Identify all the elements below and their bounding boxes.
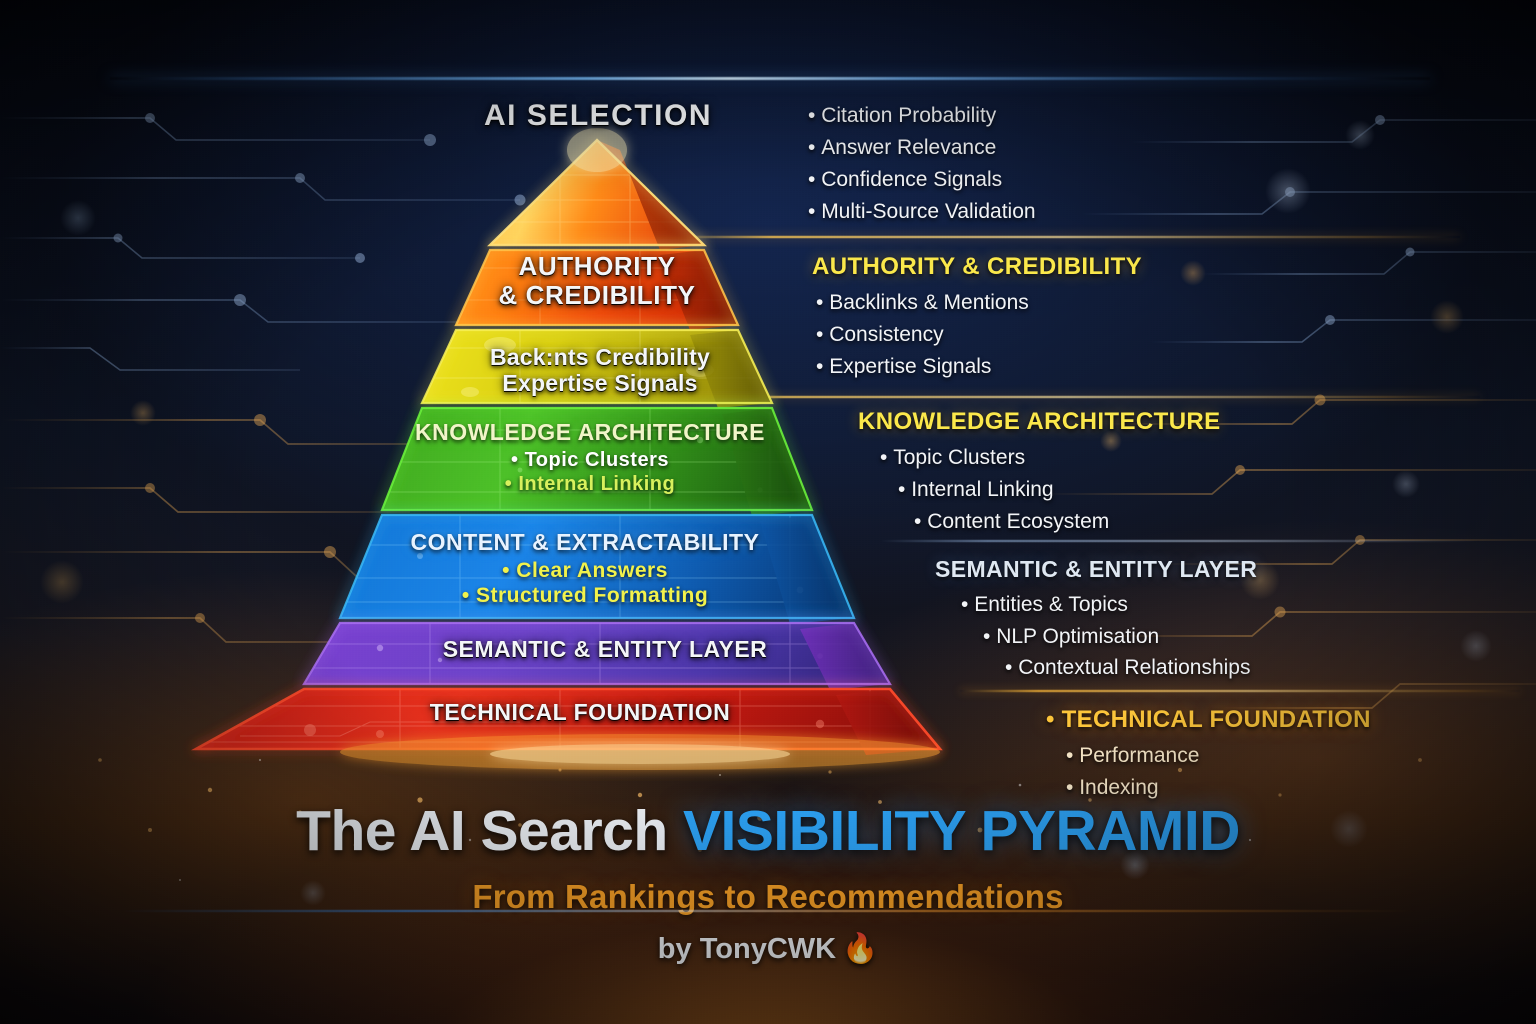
- infographic-canvas: AI SELECTION AUTHORITY & CREDIBILITY Bac…: [0, 0, 1536, 1024]
- film-grain-overlay: [0, 0, 1536, 1024]
